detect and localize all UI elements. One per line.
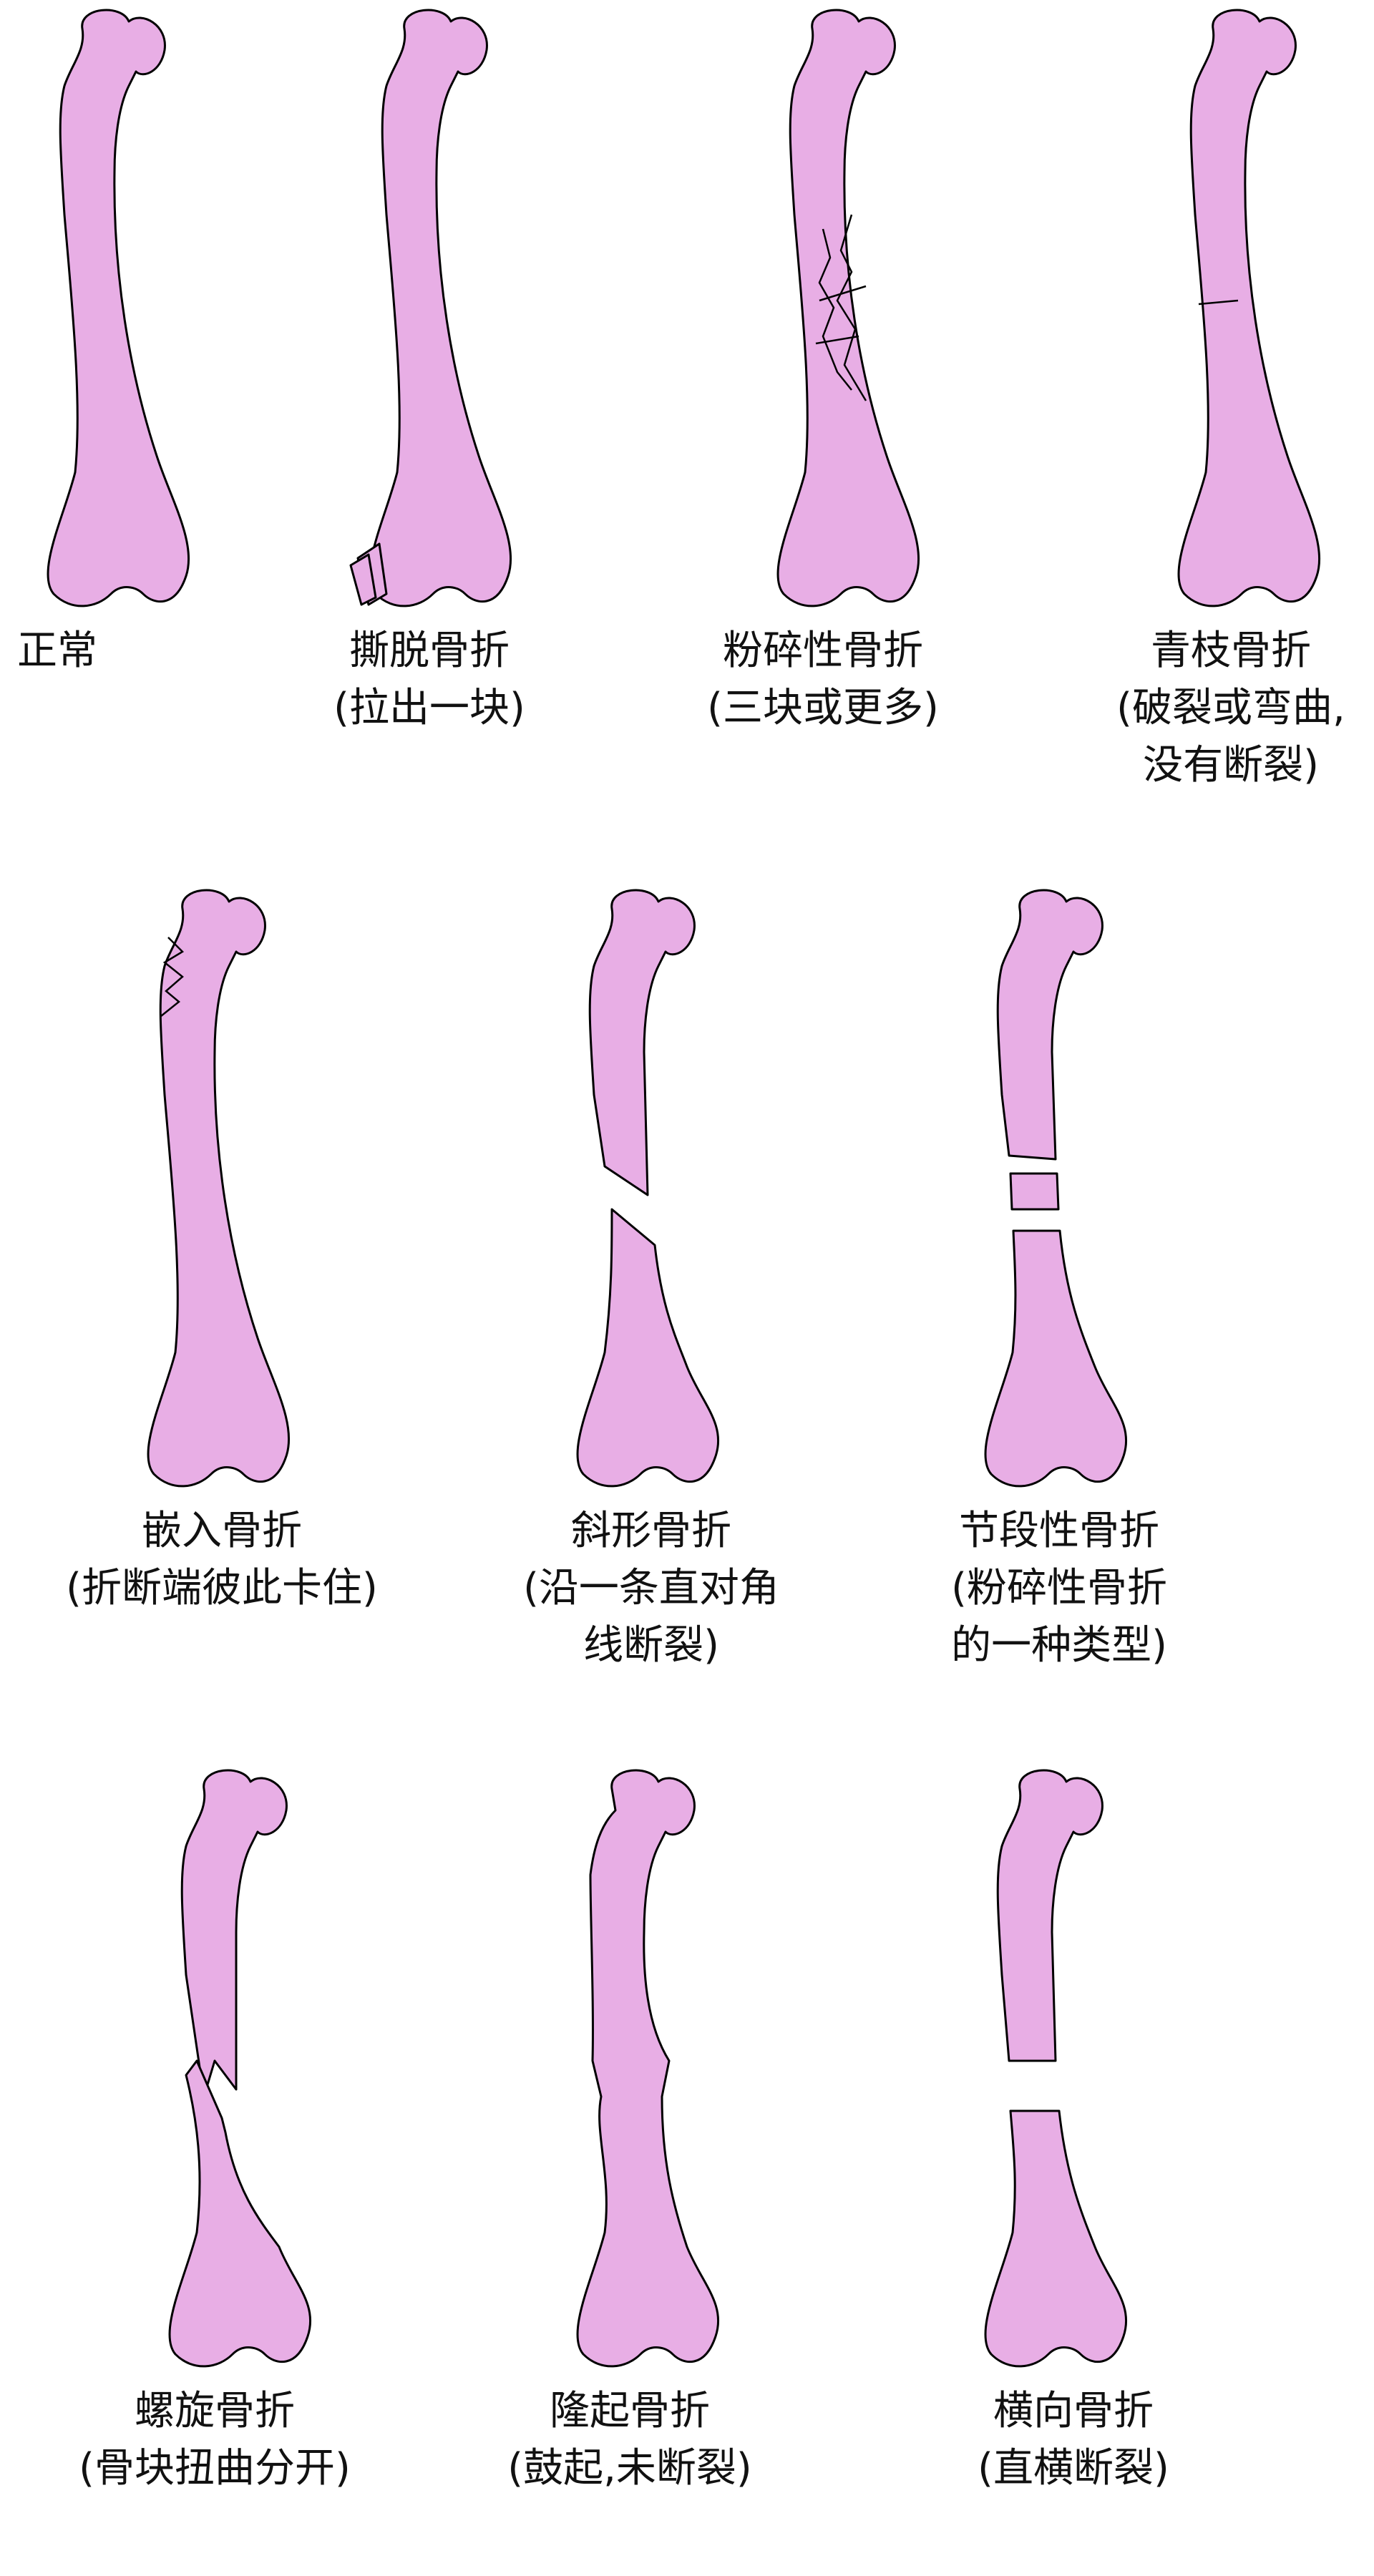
caption-spiral: 螺旋骨折 (骨块扭曲分开) [79,2388,351,2492]
caption-transverse: 横向骨折 (直横断裂) [978,2388,1169,2492]
caption-oblique: 斜形骨折 (沿一条直对角 线断裂) [523,1508,779,1669]
bone-spiral [168,1769,312,2368]
caption-avulsion: 撕脱骨折 (拉出一块) [333,628,525,731]
caption-comminuted: 粉碎性骨折 (三块或更多) [707,628,939,731]
bone-impacted [147,889,291,1488]
caption-impacted: 嵌入骨折 (折断端彼此卡住) [66,1508,378,1611]
bone-oblique [576,889,720,1488]
bone-comminuted [776,9,920,608]
bone-segmental [984,889,1128,1488]
bone-transverse [984,1769,1128,2368]
bone-normal [47,9,190,608]
caption-normal: 正常 [17,628,97,674]
caption-buckle: 隆起骨折 (鼓起,未断裂) [507,2388,752,2492]
bone-greenstick [1177,9,1321,608]
caption-segmental: 节段性骨折 (粉碎性骨折 的一种类型) [951,1508,1167,1669]
caption-greenstick: 青枝骨折 (破裂或弯曲, 没有断裂) [1116,628,1345,789]
bone-avulsion [349,9,512,608]
bone-buckle [576,1769,720,2368]
